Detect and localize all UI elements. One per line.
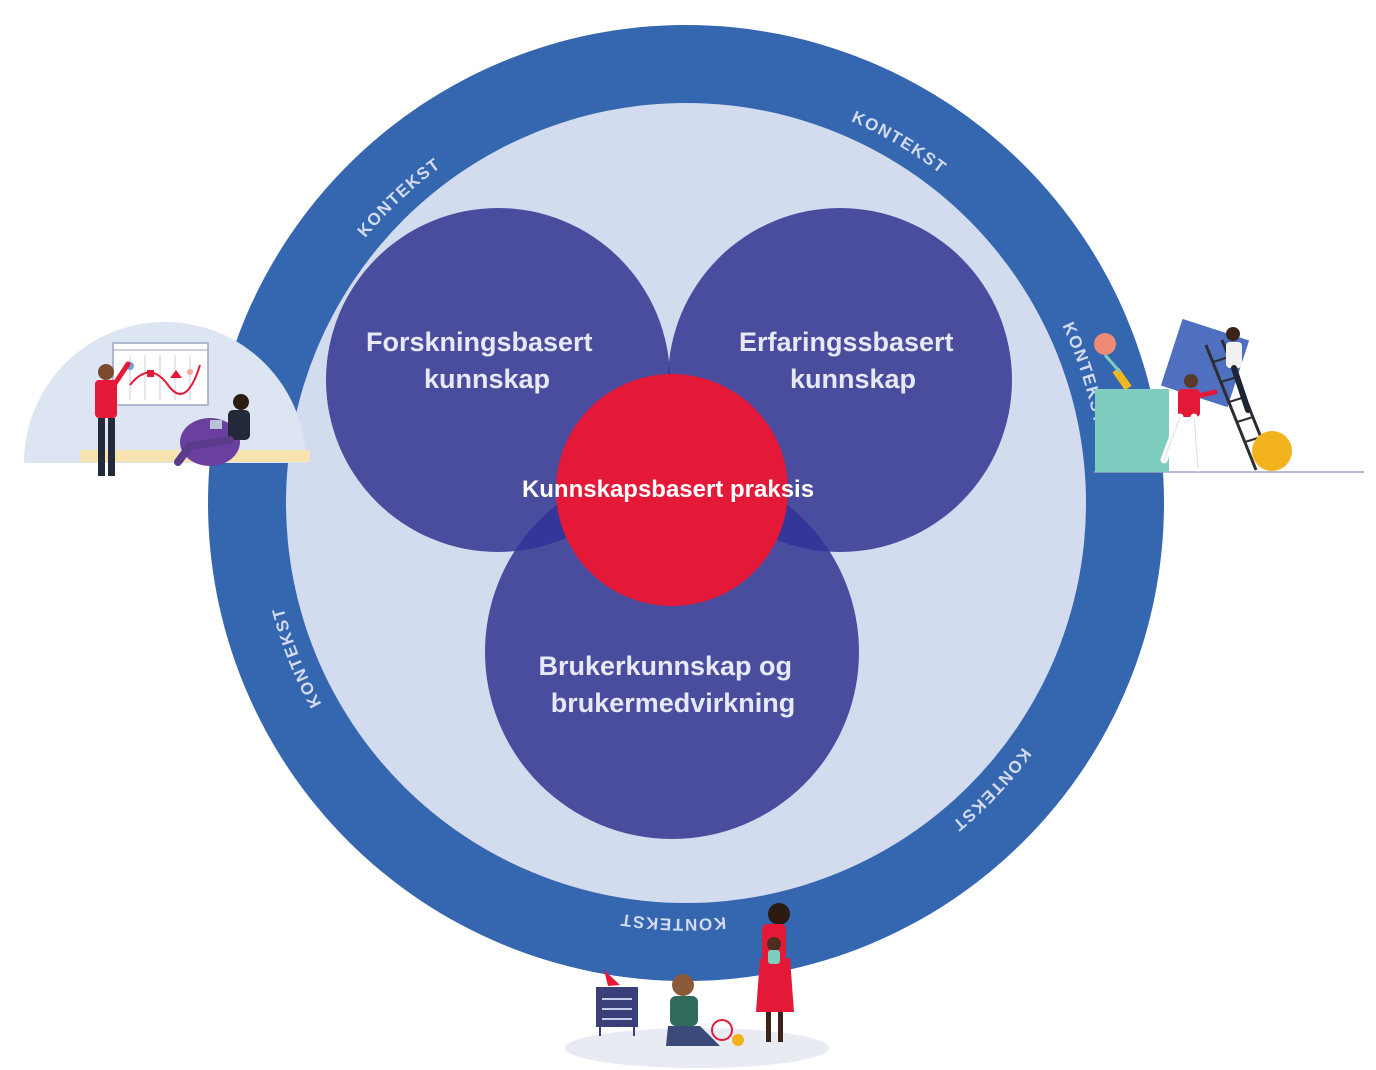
user-label-line-2: brukermedvirkning bbox=[551, 688, 796, 718]
people-lifting-blocks-illustration bbox=[1094, 318, 1364, 473]
knowledge-practice-center bbox=[556, 374, 788, 606]
center-label: Kunnskapsbasert praksis bbox=[522, 476, 814, 503]
user-label-line-1: Brukerkunnskap og bbox=[538, 651, 792, 681]
people-working-on-chart-illustration bbox=[24, 322, 310, 476]
user-knowledge-label: Brukerkunnskap og brukermedvirkning bbox=[538, 651, 799, 718]
experience-label-line-2: kunnskap bbox=[790, 364, 916, 394]
experience-label-line-1: Erfaringssbasert bbox=[739, 327, 954, 357]
family-playing-illustration bbox=[565, 903, 829, 1068]
research-knowledge-label: Forskningsbasert kunnskap bbox=[366, 327, 600, 394]
research-label-line-2: kunnskap bbox=[424, 364, 550, 394]
experience-knowledge-label: Erfaringssbasert kunnskap bbox=[739, 327, 961, 394]
research-label-line-1: Forskningsbasert bbox=[366, 327, 593, 357]
